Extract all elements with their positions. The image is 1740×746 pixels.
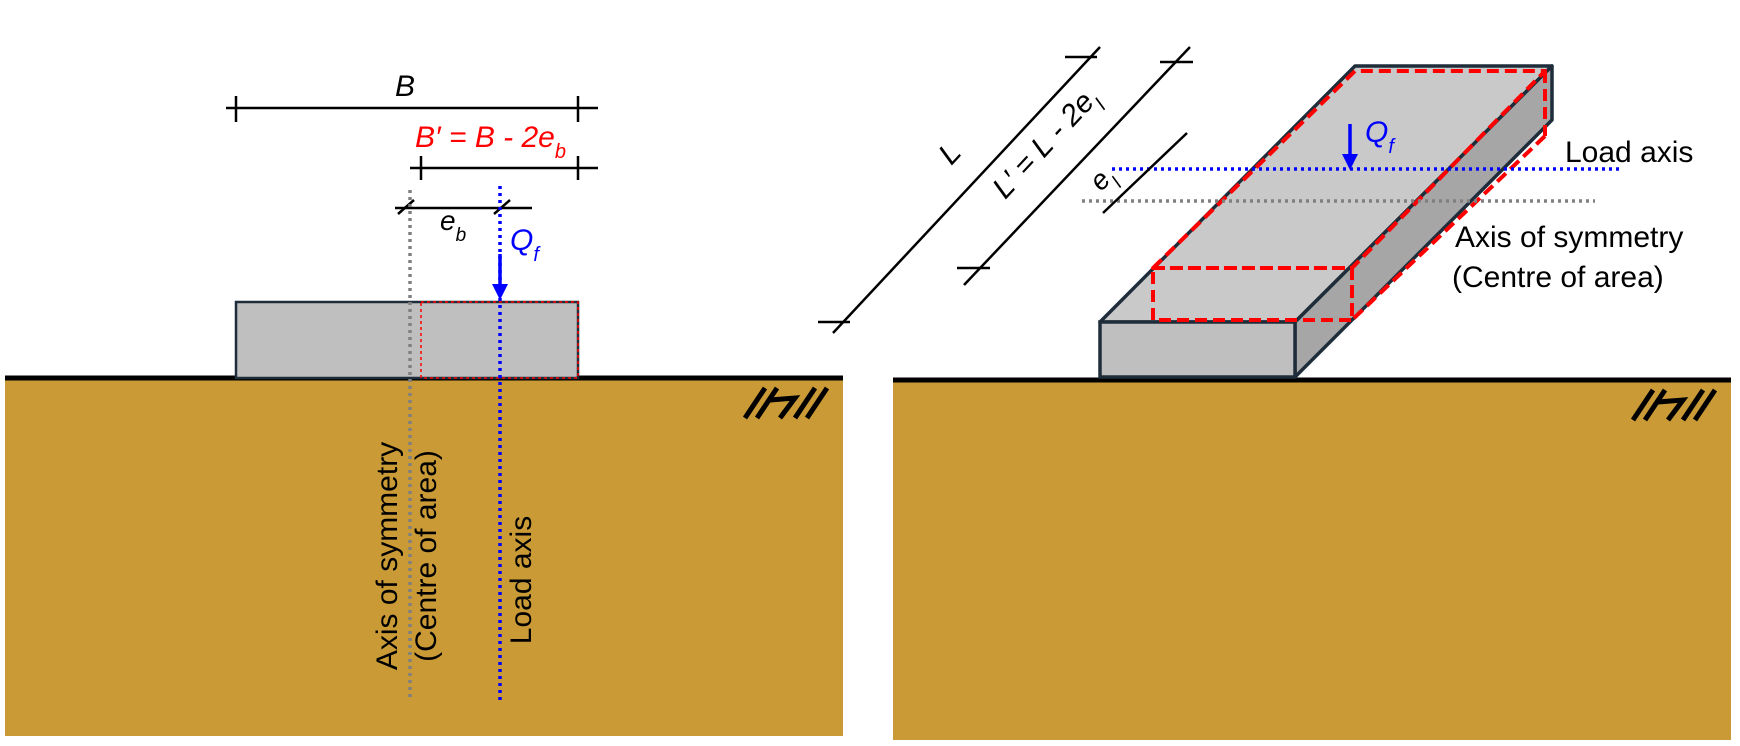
right-axis-symmetry-label: Axis of symmetry [1455,221,1683,254]
dim-L-line [818,46,1101,334]
left-load-label: Qf [510,224,541,266]
dim-Bprime-line [410,156,598,180]
dim-el-line [1102,132,1188,214]
dim-Bprime-label: B′ = B - 2eb [415,121,566,163]
left-footing [234,300,580,380]
left-load-axis-label: Load axis [505,516,538,644]
dim-L-label: L [932,136,968,171]
right-load-label: Qf [1365,116,1396,158]
left-axis-symmetry-label: Axis of symmetry [371,442,404,670]
dim-eb-label: eb [440,205,466,246]
right-load-arrow-icon [1342,124,1358,170]
left-panel: B B′ = B - 2eb eb Qf Axis of symmetry (C… [5,70,843,736]
left-effective-area [420,301,579,379]
right-footing-front-face [1098,320,1297,379]
right-effective-area [1151,69,1547,322]
dim-B-label: B [395,70,415,103]
dim-eb-line [395,199,532,215]
left-load-arrow-icon [492,254,508,300]
left-soil [5,378,843,736]
right-soil [893,380,1731,740]
dim-Lprime-line [957,46,1193,286]
right-panel: Qf L L′ = L - 2el el Load axis Axis of s… [818,46,1731,740]
dim-B-line [226,96,598,122]
right-load-axis-label: Load axis [1565,136,1693,169]
left-soil-hatch-icon [742,386,830,420]
left-centre-area-label: (Centre of area) [410,450,443,662]
right-soil-hatch-icon [1630,388,1718,422]
right-centre-area-label: (Centre of area) [1452,261,1664,294]
